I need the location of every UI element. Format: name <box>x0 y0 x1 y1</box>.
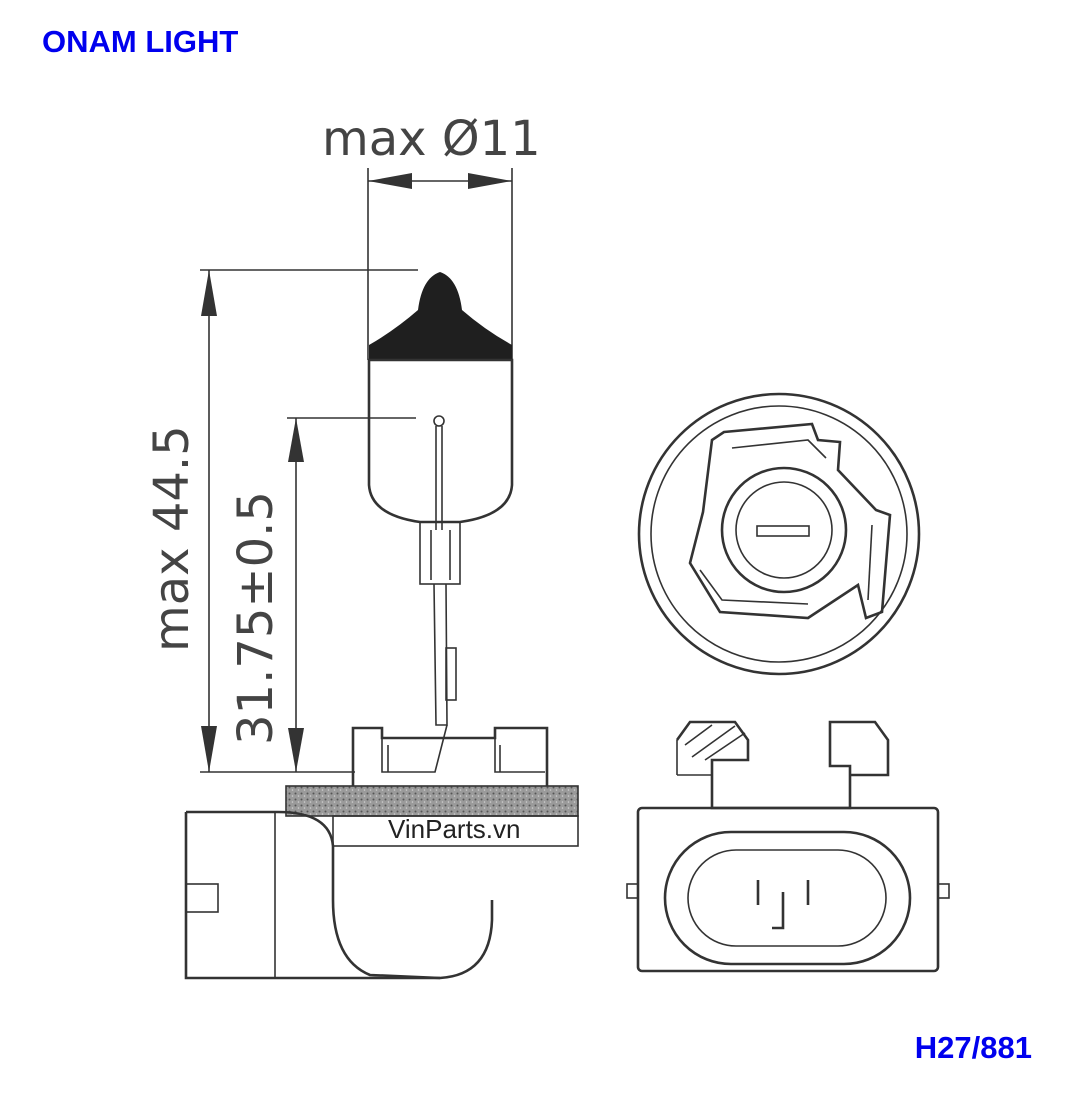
brand-title: ONAM LIGHT <box>42 24 239 59</box>
model-label: H27/881 <box>914 1030 1032 1065</box>
center-contact-icon <box>756 525 810 537</box>
bulb-front-view <box>626 720 950 973</box>
height-label: max 44.5 <box>144 425 200 652</box>
bulb-side-view <box>367 272 514 726</box>
bulb-black-tip <box>369 272 512 360</box>
light-center-label: 31.75±0.5 <box>228 491 284 745</box>
light-center-dimension: 31.75±0.5 <box>228 417 416 772</box>
diameter-label: max Ø11 <box>322 111 541 167</box>
watermark: VinParts.vn <box>388 814 520 844</box>
bulb-base-side: VinParts.vn <box>184 724 579 980</box>
bulb-glass <box>367 358 514 524</box>
height-dimension: max 44.5 <box>144 269 418 773</box>
diameter-dimension: max Ø11 <box>322 111 541 360</box>
seal-gasket <box>285 785 579 817</box>
bulb-top-view <box>637 392 921 676</box>
